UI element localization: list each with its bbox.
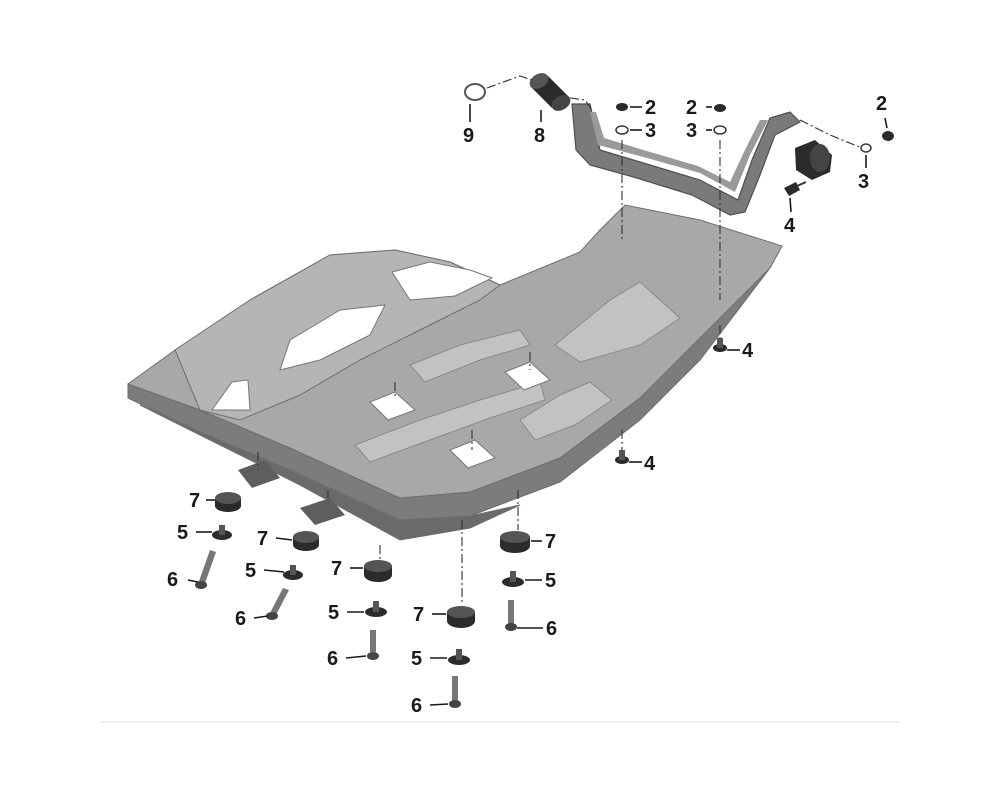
clip-ring-icon bbox=[464, 83, 486, 101]
bracket-bar bbox=[571, 103, 802, 216]
recess-1 bbox=[409, 329, 531, 383]
recess-2 bbox=[554, 281, 681, 363]
assembly-lines bbox=[257, 75, 863, 605]
callout-4: 4 bbox=[784, 215, 796, 237]
fastener-stack-2 bbox=[266, 531, 319, 620]
mount-tab-left bbox=[238, 460, 280, 488]
callout-5: 5 bbox=[545, 570, 556, 592]
screw-icon bbox=[713, 338, 727, 352]
rubber-mount-icon bbox=[795, 140, 832, 180]
screw-icon bbox=[784, 181, 807, 196]
bolt-icon bbox=[195, 550, 216, 589]
callout-7: 7 bbox=[545, 531, 556, 553]
skid-plate bbox=[126, 204, 783, 541]
callout-5: 5 bbox=[245, 560, 256, 582]
plate-screws bbox=[615, 338, 727, 464]
bolt-icon bbox=[449, 676, 461, 708]
callout-6: 6 bbox=[546, 618, 557, 640]
rubber-bushing-icon bbox=[215, 492, 241, 512]
rubber-bushing-icon bbox=[447, 606, 475, 628]
bracket-highlight bbox=[590, 112, 768, 192]
mounting-bracket bbox=[571, 103, 802, 216]
rubber-bushing-icon bbox=[293, 531, 319, 551]
fastener-stack-5 bbox=[500, 531, 530, 631]
callout-6: 6 bbox=[327, 648, 338, 670]
bolt-pad-3 bbox=[449, 439, 496, 469]
callout-3: 3 bbox=[686, 120, 697, 142]
callout-9: 9 bbox=[463, 125, 474, 147]
callout-3: 3 bbox=[645, 120, 656, 142]
fastener-stack-1 bbox=[195, 492, 241, 589]
washer-icon bbox=[615, 125, 629, 135]
washer-icon bbox=[283, 565, 303, 580]
vent-cutout-lower bbox=[211, 379, 251, 411]
callout-6: 6 bbox=[411, 695, 422, 717]
washer-icon bbox=[502, 571, 524, 587]
callout-labels: 9 8 2 3 2 3 2 3 4 4 4 7 5 6 7 5 6 7 5 6 … bbox=[167, 93, 887, 717]
washer-icon bbox=[713, 125, 727, 135]
spacer-sleeve-icon bbox=[529, 73, 571, 111]
washer-icon bbox=[448, 649, 470, 665]
callout-4: 4 bbox=[644, 453, 656, 475]
callout-2: 2 bbox=[876, 93, 887, 115]
nut-icon bbox=[714, 104, 726, 112]
bolt-pad-1 bbox=[369, 391, 416, 421]
washer-icon bbox=[860, 143, 872, 153]
recess-4 bbox=[519, 381, 613, 441]
bolt-pad-2 bbox=[504, 361, 551, 391]
fastener-stack-3 bbox=[364, 560, 392, 660]
bolt-icon bbox=[367, 630, 379, 660]
callout-4: 4 bbox=[742, 340, 754, 362]
rubber-bushing-icon bbox=[500, 531, 530, 553]
callout-6: 6 bbox=[167, 569, 178, 591]
washer-icon bbox=[212, 525, 232, 540]
callout-7: 7 bbox=[413, 604, 424, 626]
screw-icon bbox=[615, 450, 629, 464]
fastener-stack-4 bbox=[447, 606, 475, 708]
vent-cutout-upper bbox=[391, 261, 494, 301]
top-hardware bbox=[464, 73, 894, 196]
callout-5: 5 bbox=[411, 648, 422, 670]
mount-tab-right bbox=[300, 498, 345, 525]
washer-icon bbox=[365, 601, 387, 617]
recess-3 bbox=[354, 381, 546, 463]
callout-5: 5 bbox=[328, 602, 339, 624]
callout-2: 2 bbox=[686, 97, 697, 119]
callout-7: 7 bbox=[257, 528, 268, 550]
callout-3: 3 bbox=[858, 171, 869, 193]
callout-7: 7 bbox=[189, 490, 200, 512]
callout-6: 6 bbox=[235, 608, 246, 630]
bolt-icon bbox=[505, 600, 517, 631]
vent-cutout-middle bbox=[279, 304, 386, 371]
callout-5: 5 bbox=[177, 522, 188, 544]
bolt-icon bbox=[266, 588, 289, 620]
nut-icon bbox=[882, 131, 894, 141]
callout-2: 2 bbox=[645, 97, 656, 119]
leader-lines bbox=[187, 104, 888, 706]
rubber-bushing-icon bbox=[364, 560, 392, 582]
nut-icon bbox=[616, 103, 628, 111]
callout-7: 7 bbox=[331, 558, 342, 580]
callout-8: 8 bbox=[534, 125, 545, 147]
